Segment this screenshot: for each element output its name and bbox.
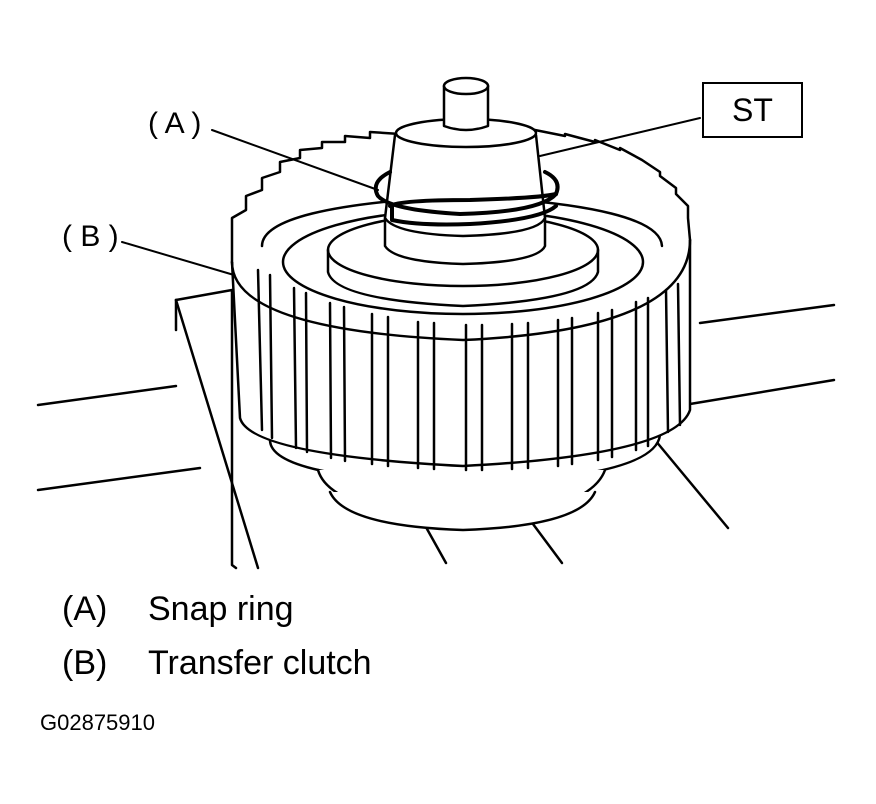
- legend-text: Transfer clutch: [148, 644, 372, 682]
- callout-st-box: ST: [702, 82, 803, 138]
- legend-item-a: (A) Snap ring: [62, 592, 294, 626]
- callout-a-label: ( A ): [148, 107, 202, 140]
- leader-snap-ring: [211, 129, 379, 191]
- figure-code: G02875910: [40, 710, 155, 735]
- callout-b-label: ( B ): [62, 220, 119, 253]
- legend-item-b: (B) Transfer clutch: [62, 646, 372, 680]
- legend-text: Snap ring: [148, 590, 294, 628]
- snap-ring: [373, 170, 560, 227]
- special-tool: [383, 76, 547, 266]
- leader-lines: [121, 117, 701, 276]
- callout-st-label: ST: [732, 91, 773, 128]
- leader-special-tool: [539, 117, 701, 157]
- workbench: [36, 288, 836, 570]
- legend-letter: (A): [62, 590, 108, 628]
- leader-transfer-clutch: [121, 241, 235, 276]
- legend-letter: (B): [62, 644, 108, 682]
